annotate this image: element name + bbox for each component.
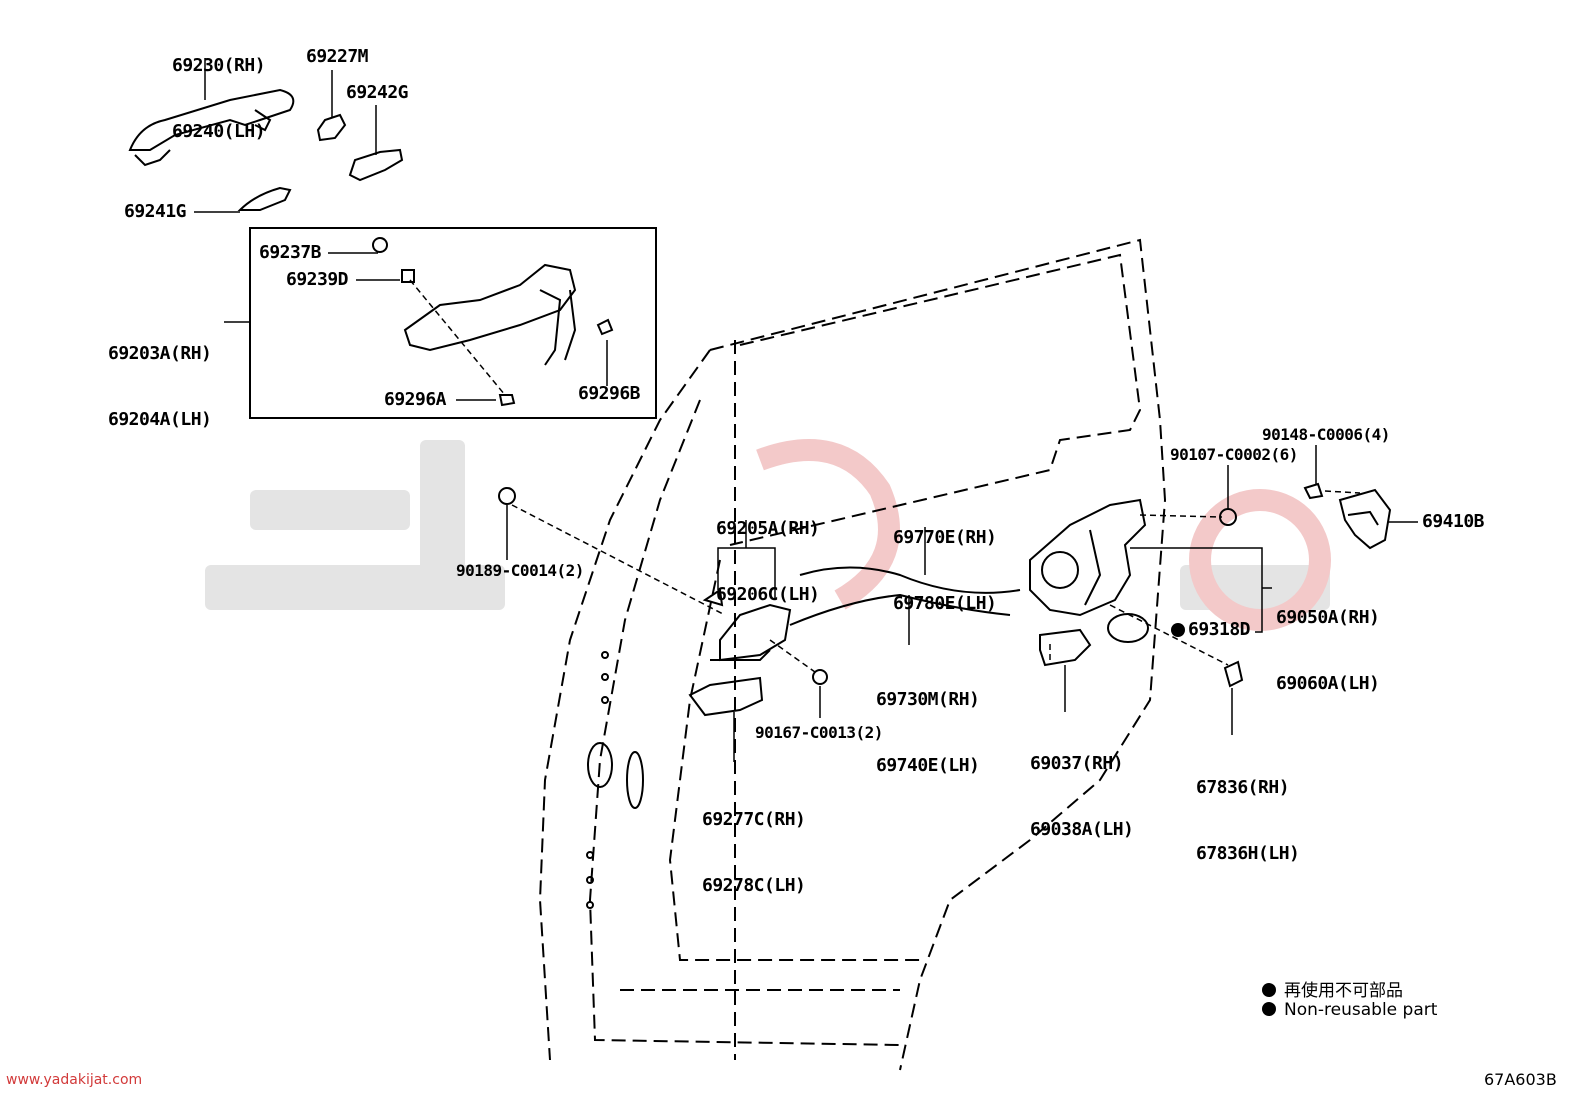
part-label-69730M-rh: 69730M(RH) [876, 689, 980, 710]
legend-dot-icon [1262, 1002, 1276, 1016]
legend-jp-text: 再使用不可部品 [1284, 981, 1403, 1001]
door-holes [586, 651, 644, 909]
part-label-69237B: 69237B [259, 242, 322, 263]
cables [789, 566, 1021, 626]
part-label-69204A-lh: 69204A(LH) [108, 409, 212, 430]
part-label-69242G: 69242G [346, 82, 409, 103]
inset-box [249, 227, 657, 419]
part-label-69050A: 69050A(RH) 69060A(LH) [1276, 563, 1380, 717]
right-leaders [1064, 445, 1418, 735]
part-label-69227M: 69227M [306, 46, 369, 67]
part-label-69240-lh: 69240(LH) [172, 121, 266, 142]
leaders-top [194, 58, 377, 213]
part-label-69230: 69230(RH) 69240(LH) [172, 11, 266, 165]
outside-handle [128, 88, 295, 167]
mid-leaders [506, 505, 926, 762]
door-lock [1029, 482, 1392, 688]
legend-en-text: Non-reusable part [1284, 1000, 1438, 1020]
part-label-69038A-lh: 69038A(LH) [1030, 819, 1134, 840]
part-label-69780E-lh: 69780E(LH) [893, 593, 997, 614]
part-label-90148: 90148-C0006(4) [1262, 425, 1390, 444]
part-label-69050A-rh: 69050A(RH) [1276, 607, 1380, 628]
part-label-69203A-rh: 69203A(RH) [108, 343, 212, 364]
watermark-logo [756, 439, 1331, 631]
diagram-code: 67A603B [1484, 1070, 1557, 1089]
part-label-69278C-lh: 69278C(LH) [702, 875, 806, 896]
legend-dot-icon [1262, 983, 1276, 997]
door-outline [538, 238, 1167, 1071]
part-label-67836H-lh: 67836H(LH) [1196, 843, 1300, 864]
part-label-69296B: 69296B [578, 383, 641, 404]
footer-url-link[interactable]: www.yadakijat.com [6, 1072, 143, 1088]
part-label-69230-rh: 69230(RH) [172, 55, 266, 76]
part-label-69770E-rh: 69770E(RH) [893, 527, 997, 548]
part-label-69318D: 69318D [1188, 619, 1251, 640]
part-label-69296A: 69296A [384, 389, 447, 410]
part-label-67836-rh: 67836(RH) [1196, 777, 1290, 798]
handle-cap [316, 113, 347, 142]
handle-frame [372, 237, 614, 407]
part-label-69740E-lh: 69740E(LH) [876, 755, 980, 776]
part-label-67836: 67836(RH) 67836H(LH) [1196, 733, 1300, 887]
part-label-69060A-lh: 69060A(LH) [1276, 673, 1380, 694]
legend-jp: 再使用不可部品 [1262, 976, 1403, 1001]
part-label-90167: 90167-C0013(2) [755, 723, 883, 742]
legend-en: Non-reusable part [1262, 1000, 1437, 1020]
inset-leaders [224, 252, 608, 401]
part-label-69037: 69037(RH) 69038A(LH) [1030, 709, 1134, 863]
part-label-69770E: 69770E(RH) 69780E(LH) [893, 483, 997, 637]
part-label-69203A: 69203A(RH) 69204A(LH) [108, 299, 212, 453]
part-label-69205A-rh: 69205A(RH) [716, 518, 820, 539]
part-label-69239D: 69239D [286, 269, 349, 290]
part-label-69037-rh: 69037(RH) [1030, 753, 1124, 774]
part-label-69205A: 69205A(RH) 69206C(LH) [716, 474, 820, 628]
part-label-69730M: 69730M(RH) 69740E(LH) [876, 645, 980, 799]
part-label-69410B: 69410B [1422, 511, 1485, 532]
inset-dashes [409, 279, 506, 396]
handle-cover [348, 148, 404, 182]
handle-pad [237, 186, 292, 211]
part-label-90107: 90107-C0002(6) [1170, 445, 1298, 464]
part-label-69206C-lh: 69206C(LH) [716, 584, 820, 605]
inside-handle [498, 487, 828, 717]
right-dashes [1049, 490, 1361, 666]
part-label-69277C: 69277C(RH) 69278C(LH) [702, 765, 806, 919]
part-label-69277C-rh: 69277C(RH) [702, 809, 806, 830]
part-label-90189: 90189-C0014(2) [456, 561, 584, 580]
part-label-69241G: 69241G [124, 201, 187, 222]
non-reusable-dot [1171, 623, 1185, 637]
